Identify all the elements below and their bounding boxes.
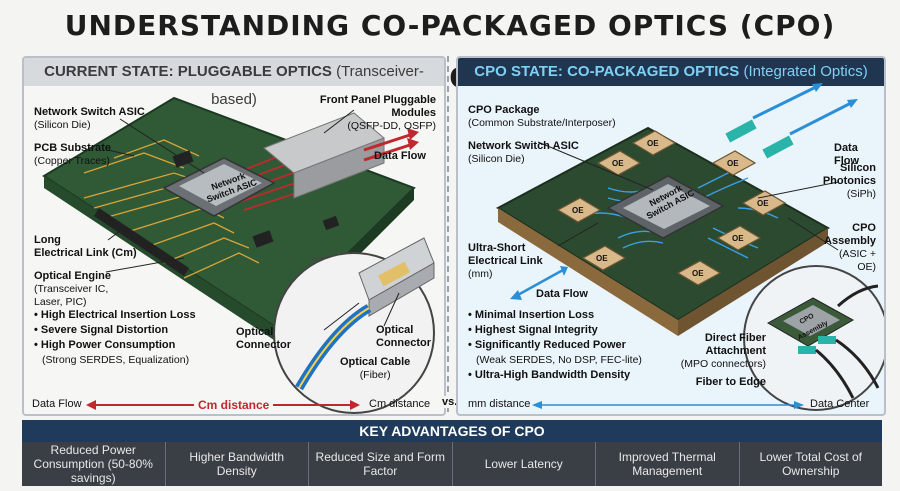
drawback-item: • Severe Signal Distortion [34, 324, 169, 336]
oe-label: OE [692, 269, 704, 278]
bottom-cm-distance-mid: Cm distance [194, 398, 274, 412]
optical-connector-label-1: Optical Connector [236, 326, 291, 351]
pluggable-panel-header: CURRENT STATE: PLUGGABLE OPTICS (Transce… [24, 58, 444, 108]
edge-connector [94, 208, 189, 276]
optical-engine-label: Optical Engine(Transceiver IC,Laser, PIC… [34, 270, 112, 308]
data-flow-label-right-mid: Data Flow [536, 288, 588, 300]
bottom-cm-distance-right: Cm distance [369, 398, 431, 410]
panel-divider [447, 56, 449, 412]
key-advantages-header: KEY ADVANTAGES OF CPO [22, 420, 882, 442]
drawback-item: • High Electrical Insertion Loss [34, 309, 196, 321]
cpo-header-subtitle: (Integrated Optics) [743, 63, 868, 80]
advantage-item: Reduced Size and Form Factor [309, 442, 453, 486]
advantage-item: Reduced Power Consumption (50-80% saving… [22, 442, 166, 486]
advantage-item: Lower Total Cost of Ownership [759, 450, 863, 478]
benefit-item: • Ultra-High Bandwidth Density [468, 369, 631, 381]
oe-label: OE [572, 206, 584, 215]
data-flow-label-top: Data Flow [374, 150, 426, 162]
benefit-item: • Minimal Insertion Loss [468, 309, 595, 321]
optical-connector-label-2: Optical Connector [376, 324, 431, 349]
key-advantages-row: Reduced Power Consumption (50-80% saving… [22, 442, 882, 486]
asic-label-left: Network Switch ASIC(Silicon Die) [34, 106, 145, 131]
pluggable-optics-panel: CURRENT STATE: PLUGGABLE OPTICS (Transce… [22, 56, 446, 416]
data-flow-label-right-top: Data Flow [834, 142, 860, 167]
optical-cable-label: Optical Cable(Fiber) [340, 356, 411, 381]
oe-label: OE [596, 254, 608, 263]
drawback-subtext: (Strong SERDES, Equalization) [42, 354, 190, 366]
benefit-item: • Highest Signal Integrity [468, 324, 598, 336]
page-title: UNDERSTANDING CO-PACKAGED OPTICS (CPO) T… [64, 9, 836, 94]
versus-label: vs. [440, 396, 460, 408]
pluggable-header-title: CURRENT STATE: PLUGGABLE OPTICS [44, 63, 332, 80]
bottom-data-flow-left: Data Flow [32, 398, 82, 410]
advantage-item: Improved Thermal Management [596, 442, 740, 486]
front-panel-label: Front Panel Pluggable Modules(QSFP-DD, O… [319, 94, 436, 132]
oe-label: OE [757, 199, 769, 208]
cpo-header-title: CPO STATE: CO-PACKAGED OPTICS [474, 63, 740, 80]
silicon-photonics-label: Silicon Photonics(SiPh) [822, 162, 876, 200]
pluggable-drawbacks-list: • High Electrical Insertion Loss • Sever… [34, 308, 196, 368]
pluggable-illustration [42, 96, 435, 414]
pcb-label: PCB Substrate(Copper Traces) [34, 142, 112, 167]
oe-label: OE [612, 159, 624, 168]
cpo-illustration [496, 83, 884, 411]
bottom-data-center: Data Center [810, 398, 870, 410]
advantage-item: Lower Latency [453, 442, 596, 486]
data-flow-red-arrows [363, 128, 419, 162]
asic-label-right: Network Switch ASIC(Silicon Die) [468, 140, 579, 165]
cpo-panel: CPO STATE: CO-PACKAGED OPTICS (Integrate… [456, 56, 886, 416]
fiber-connectors-top [725, 83, 858, 159]
drawback-item: • High Power Consumption [34, 339, 176, 351]
advantage-item: Higher Bandwidth Density [166, 442, 309, 486]
oe-label: OE [647, 139, 659, 148]
fiber-to-edge-label: Fiber to Edge [695, 376, 766, 388]
cpo-benefits-list: • Minimal Insertion Loss • Highest Signa… [468, 308, 642, 383]
mm-distance-arrow [532, 401, 804, 409]
cpo-panel-header: CPO STATE: CO-PACKAGED OPTICS (Integrate… [458, 58, 884, 86]
mpo-connectors [798, 284, 880, 399]
benefit-item: • Significantly Reduced Power [468, 339, 626, 351]
oe-label: OE [727, 159, 739, 168]
oe-label: OE [732, 234, 744, 243]
pluggable-header-subtitle: (Transceiver-based) [211, 63, 424, 108]
data-flow-blue-arrow [510, 266, 568, 300]
oe-modules [556, 130, 787, 286]
benefit-subtext: (Weak SERDES, No DSP, FEC-lite) [476, 354, 642, 366]
cpo-package-label: CPO Package(Common Substrate/Interposer) [468, 104, 616, 129]
bottom-mm-distance: mm distance [468, 398, 531, 410]
